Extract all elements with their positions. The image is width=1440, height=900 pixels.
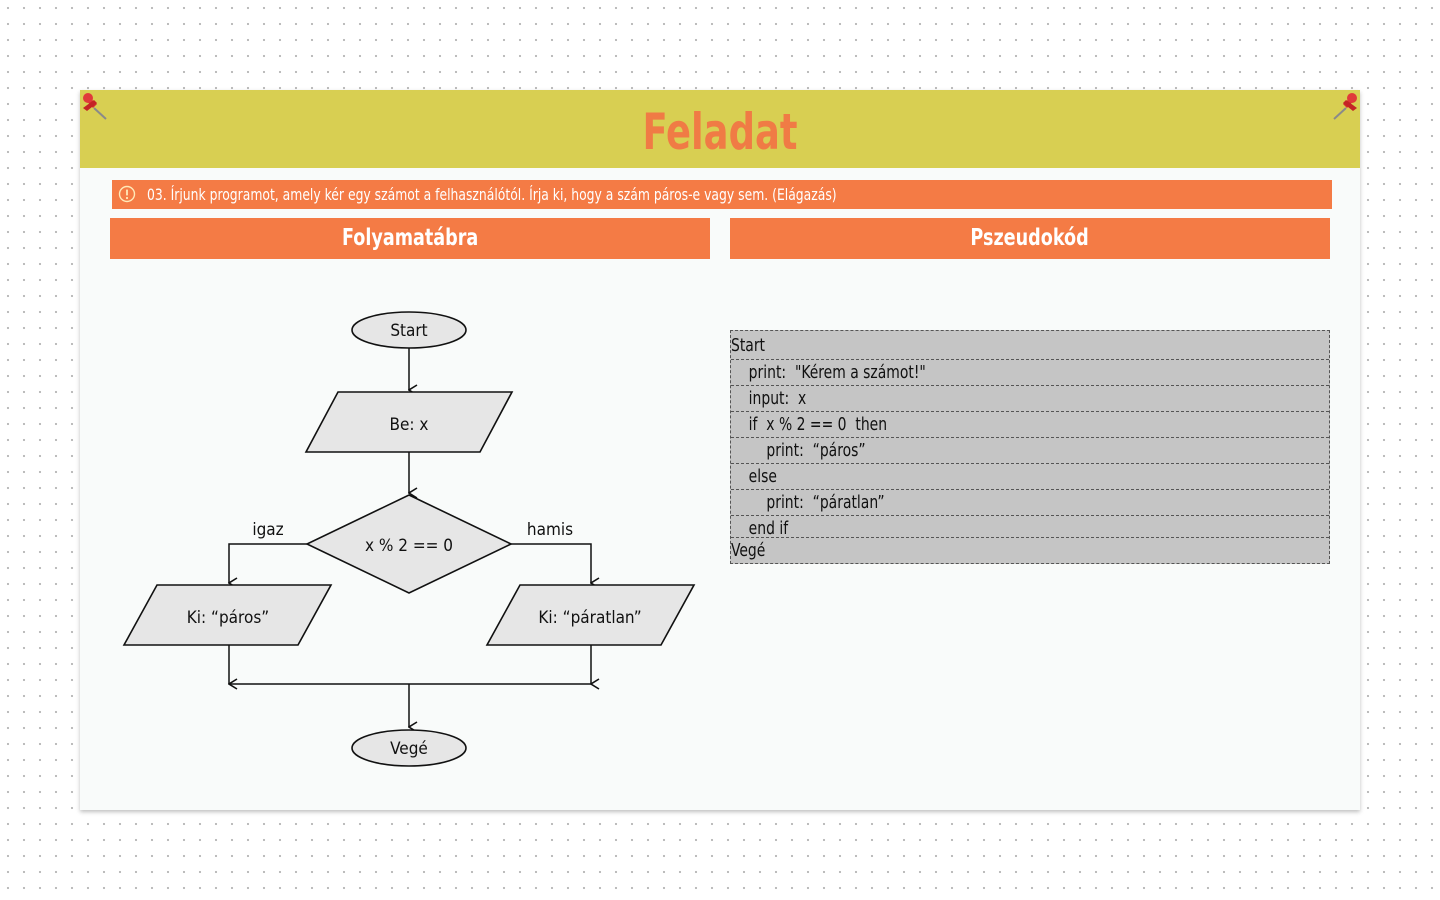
connector-decision-true: [229, 543, 307, 583]
flowchart-section-header: Folyamatábra: [110, 218, 710, 259]
connector-decision-false: [511, 543, 591, 583]
input-parallelogram: [304, 391, 514, 453]
code-line: end if: [731, 515, 1329, 541]
code-line: else: [731, 463, 1329, 489]
output-false-parallelogram: [485, 584, 696, 646]
code-line: print: “páros”: [731, 437, 1329, 463]
pseudocode-section-header: Pszeudokód: [730, 218, 1330, 259]
decision-label: x % 2 == 0: [365, 536, 453, 556]
page-title: Feladat: [642, 103, 798, 161]
pseudocode-title: Pszeudokód: [970, 225, 1090, 251]
flowchart: Start Be: x x % 2 == 0 igaz hamis Ki: “p…: [122, 311, 696, 767]
pushpin-icon: [1333, 93, 1357, 120]
task-card: Feladat 03. Írjunk programot, amely kér …: [80, 90, 1360, 810]
start-label: Start: [390, 321, 427, 341]
output-false-label: Ki: “páratlan”: [538, 608, 641, 628]
end-label: Vegé: [390, 739, 428, 759]
code-line: Vegé: [731, 537, 1329, 563]
exclamation-circle-icon: [118, 185, 136, 203]
false-branch-label: hamis: [527, 520, 573, 540]
code-line: if x % 2 == 0 then: [731, 411, 1329, 437]
output-true-parallelogram: [122, 584, 333, 646]
pseudocode-block: Start print: "Kérem a számot!" input: x …: [730, 330, 1330, 564]
true-branch-label: igaz: [252, 520, 283, 540]
header-banner: Feladat: [80, 90, 1360, 168]
flowchart-title: Folyamatábra: [341, 225, 479, 251]
input-label: Be: x: [390, 415, 429, 435]
output-true-label: Ki: “páros”: [187, 608, 269, 628]
pushpin-icon: [83, 93, 107, 120]
task-text: 03. Írjunk programot, amely kér egy szám…: [147, 185, 837, 204]
code-line: Start: [731, 335, 766, 356]
code-line: input: x: [731, 385, 1329, 411]
decision-diamond: [305, 494, 513, 594]
task-description-bar: 03. Írjunk programot, amely kér egy szám…: [112, 180, 1332, 209]
code-line: print: “páratlan”: [731, 489, 1329, 515]
end-terminator: [351, 729, 467, 767]
start-terminator: [351, 311, 467, 349]
code-line: print: "Kérem a számot!": [731, 359, 1329, 385]
